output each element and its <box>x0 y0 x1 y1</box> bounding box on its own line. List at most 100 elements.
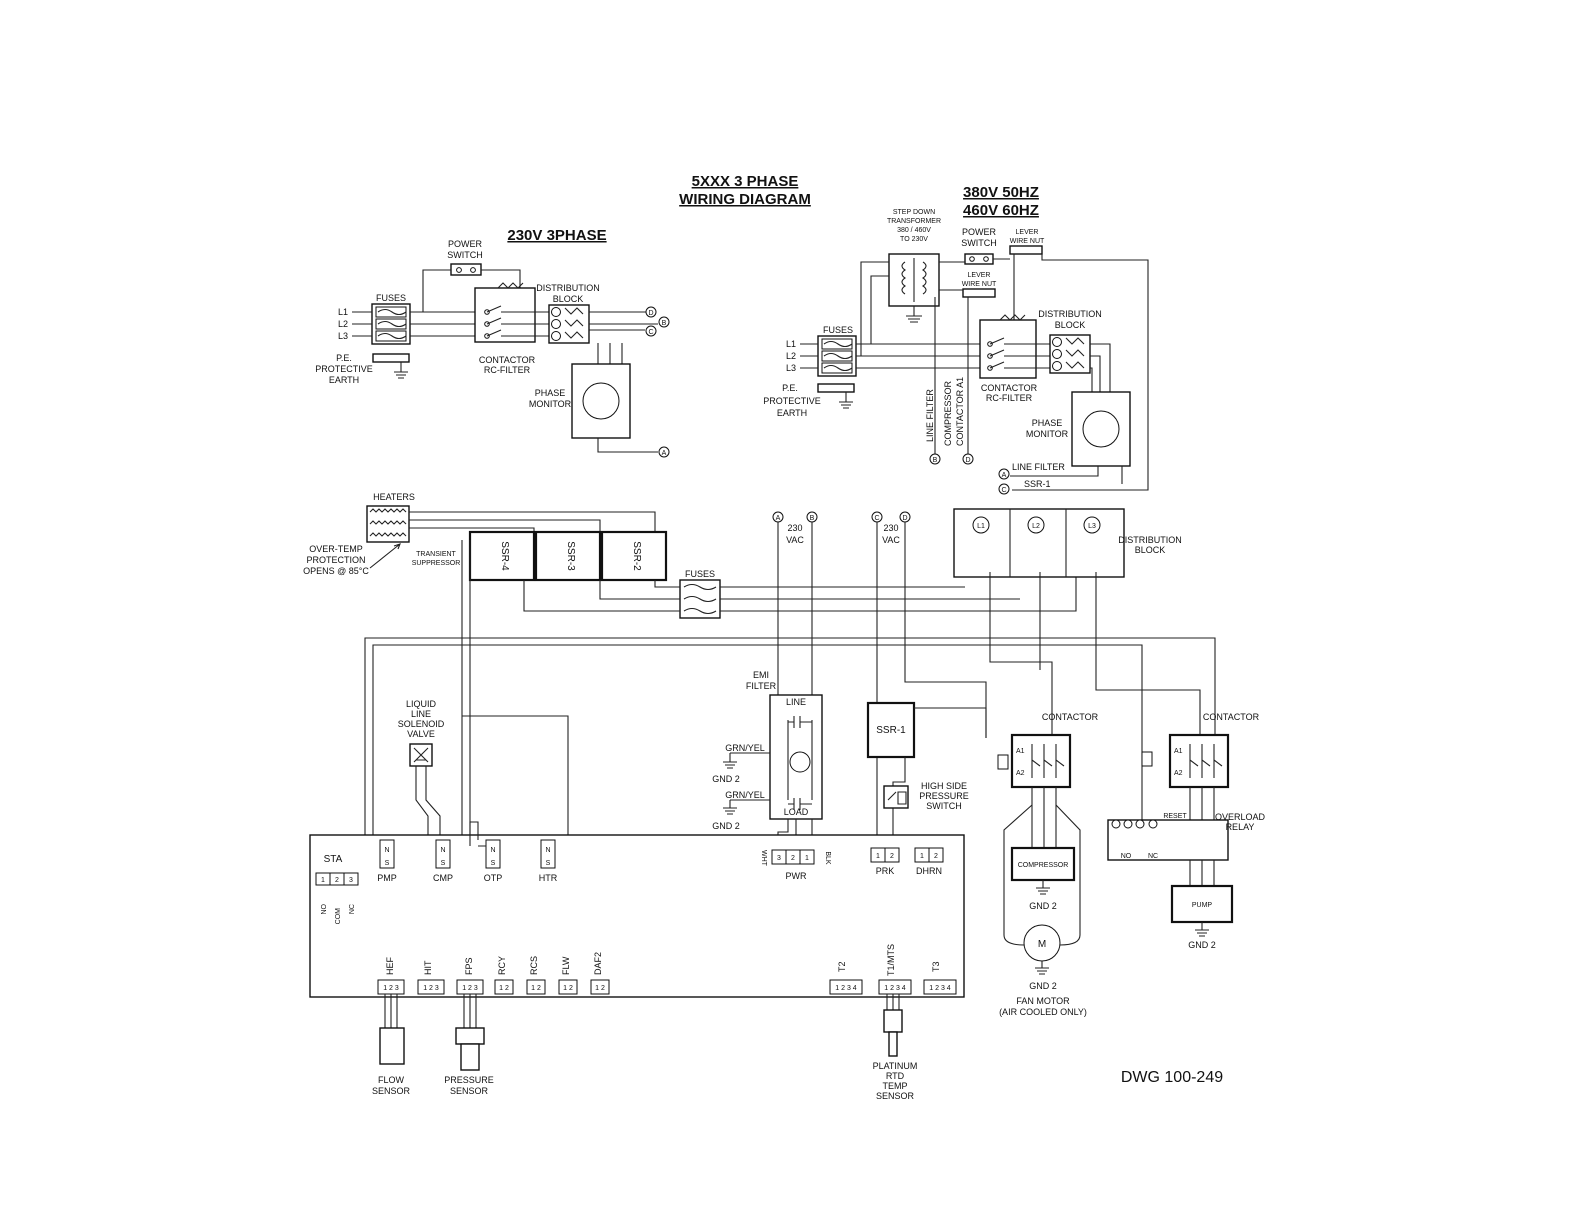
line-filter-label: LINE FILTER <box>1012 462 1065 472</box>
phase-monitor-230v <box>571 363 631 439</box>
l1-380-label: L1 <box>786 339 796 349</box>
section-230v: POWER SWITCH FUSES L1 L2 L3 P.E. PROTECT… <box>315 239 670 458</box>
pwr-3: 3 <box>777 855 781 862</box>
contactor-230v <box>474 287 536 343</box>
pump-a2-label: A2 <box>1174 770 1183 777</box>
t3-label: T3 <box>931 961 941 972</box>
step-down-label-3: 380 / 460V <box>897 227 931 234</box>
liquid-label-1: LIQUID <box>406 699 437 709</box>
high-label-3: SWITCH <box>926 801 962 811</box>
pe-label: P.E. <box>336 353 352 363</box>
l2-380-label: L2 <box>786 351 796 361</box>
ssr-1-device: SSR-1 HIGH SIDE PRESSURE SWITCH <box>866 701 987 846</box>
contactor-label: CONTACTOR <box>479 355 536 365</box>
phase-label: PHASE <box>535 388 566 398</box>
nc-label: NC <box>1148 853 1158 860</box>
marker-d-ssr: D <box>902 515 907 522</box>
pump-contactor-label: CONTACTOR <box>1203 712 1260 722</box>
flw-label: FLW <box>561 956 571 975</box>
pump-contactor-box <box>1168 733 1230 789</box>
marker-b-ssr: B <box>810 515 815 522</box>
htr-label: HTR <box>539 873 558 883</box>
marker-d-230v: D <box>648 310 653 317</box>
v230-label-1: 230 <box>787 523 802 533</box>
compressor-contactor: CONTACTOR A1 A2 COMPRESSOR GND 2 M GND 2… <box>997 712 1099 1017</box>
grnyel-label-2: GRN/YEL <box>725 790 765 800</box>
fuses-heater-label: FUSES <box>685 569 715 579</box>
hit-label: HIT <box>423 960 433 975</box>
lever-label-2: LEVER <box>968 272 991 279</box>
marker-a-230v: A <box>662 450 667 457</box>
gnd2-comp-label: GND 2 <box>1029 901 1057 911</box>
power-switch-label-2: SWITCH <box>447 250 483 260</box>
otp-terminal <box>485 839 501 869</box>
plat-label-4: SENSOR <box>876 1091 915 1101</box>
flow-sensor: FLOW SENSOR <box>372 994 411 1096</box>
prk-1: 1 <box>876 853 880 860</box>
dhrn-1: 1 <box>920 853 924 860</box>
marker-a-380v: A <box>1002 472 1007 479</box>
ssr-3 <box>534 530 602 582</box>
section-380v: STEP DOWN TRANSFORMER 380 / 460V TO 230V… <box>763 209 1149 495</box>
comp-a2-label: A2 <box>1016 770 1025 777</box>
rtd-sensor: PLATINUM RTD TEMP SENSOR <box>873 994 917 1101</box>
plat-label-3: TEMP <box>882 1081 907 1091</box>
t3-terminals: 1 2 3 4 <box>929 985 951 992</box>
compressor-contactor-box <box>1010 733 1072 789</box>
power-switch <box>450 263 482 276</box>
ssr-4 <box>468 530 536 582</box>
section-title-230v: 230V 3PHASE <box>507 227 606 244</box>
l3-380-label: L3 <box>786 363 796 373</box>
pe-terminal <box>372 353 410 363</box>
block-380-label: BLOCK <box>1055 320 1086 330</box>
reset-label: RESET <box>1163 813 1187 820</box>
overtemp-label-1: OVER-TEMP <box>309 544 363 554</box>
pwr-1: 1 <box>805 855 809 862</box>
t1mts-terminals: 1 2 3 4 <box>884 985 906 992</box>
rc-filter-380-label: RC-FILTER <box>986 393 1033 403</box>
dist-l2-label: L2 <box>1032 523 1040 530</box>
prk-label: PRK <box>876 866 895 876</box>
pmp-s: S <box>385 860 390 867</box>
rc-filter-label: RC-FILTER <box>484 365 531 375</box>
gnd2-fan-label: GND 2 <box>1029 981 1057 991</box>
step-down-label-1: STEP DOWN <box>893 209 935 216</box>
compressor-label: COMPRESSOR <box>1018 862 1069 869</box>
sta-com-label: COM <box>335 908 342 925</box>
step-down-label-2: TRANSFORMER <box>887 218 941 225</box>
emi-label-2: FILTER <box>746 681 777 691</box>
marker-c-ssr: C <box>874 515 879 522</box>
dist-block-label-1: DISTRIBUTION <box>1118 535 1182 545</box>
drawing-number: DWG 100-249 <box>1121 1069 1223 1086</box>
protective-label: PROTECTIVE <box>315 364 373 374</box>
lever-label-1: LEVER <box>1016 229 1039 236</box>
gnd2-pump-label: GND 2 <box>1188 940 1216 950</box>
pump-label: PUMP <box>1192 902 1213 909</box>
emi-load-label: LOAD <box>784 807 809 817</box>
marker-b-230v: B <box>662 320 667 327</box>
phase-380-label: PHASE <box>1032 418 1063 428</box>
power-switch-380-label-2: SWITCH <box>961 238 997 248</box>
press-label-2: SENSOR <box>450 1086 489 1096</box>
ssr-1-label: SSR-1 <box>876 725 906 736</box>
marker-a-ssr: A <box>776 515 781 522</box>
otp-label: OTP <box>484 873 503 883</box>
marker-c-380v: C <box>1001 487 1006 494</box>
heater-section: HEATERS OVER-TEMP PROTECTION OPENS @ 85°… <box>303 492 1182 619</box>
fps-label: FPS <box>464 957 474 975</box>
section-title-460v: 460V 60HZ <box>963 202 1039 219</box>
contactor-380-label: CONTACTOR <box>981 383 1038 393</box>
cmp-n: N <box>440 847 445 854</box>
t1mts-label: T1/MTS <box>886 944 896 976</box>
liquid-line-solenoid: LIQUID LINE SOLENOID VALVE <box>398 699 445 846</box>
monitor-380-label: MONITOR <box>1026 429 1069 439</box>
marker-c-230v: C <box>648 329 653 336</box>
flow-label-1: FLOW <box>378 1075 405 1085</box>
pump-a1-label: A1 <box>1174 748 1183 755</box>
lever-wire-nut-1 <box>1009 245 1043 255</box>
high-label-1: HIGH SIDE <box>921 781 967 791</box>
transient-label-1: TRANSIENT <box>416 551 456 558</box>
cmp-label: CMP <box>433 873 453 883</box>
sta-no-label: NO <box>321 903 328 914</box>
